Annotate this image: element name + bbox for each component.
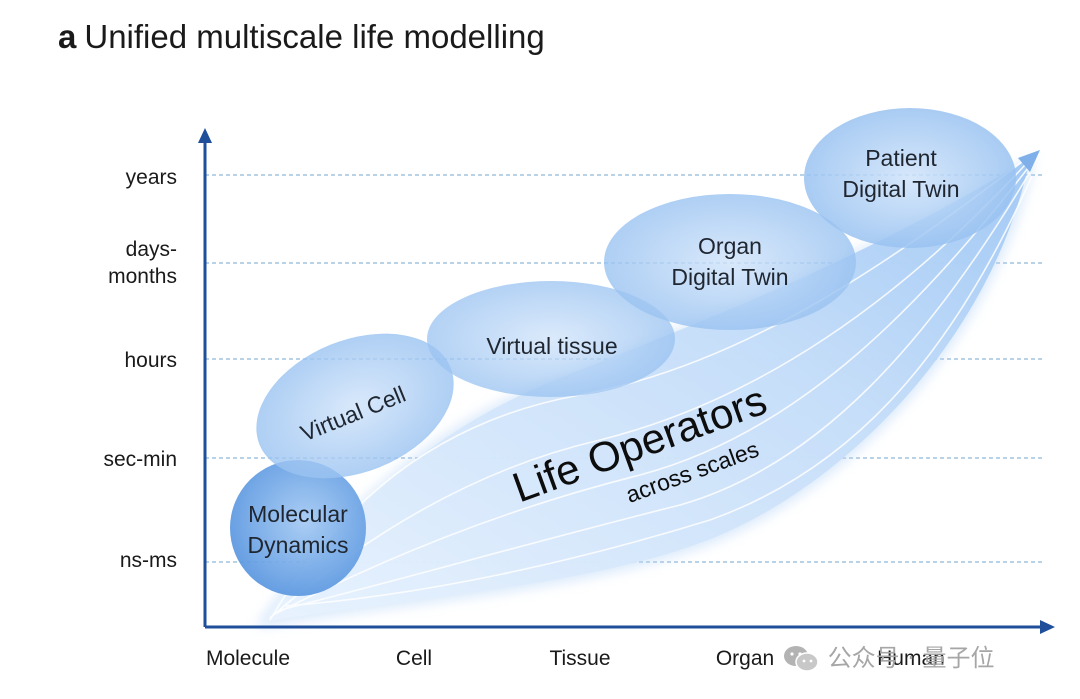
text-line: days- xyxy=(126,238,177,261)
text-line: Patient xyxy=(865,145,937,171)
x-tick-cell: Cell xyxy=(396,647,432,670)
text-line: Organ xyxy=(698,233,762,259)
label-virtual-tissue: Virtual tissue xyxy=(486,333,617,359)
panel-letter: a xyxy=(58,18,77,55)
text-line: months xyxy=(108,265,177,288)
panel-title-text: Unified multiscale life modelling xyxy=(84,18,545,55)
ellipse-organ-digital-twin xyxy=(604,194,856,330)
y-tick-labels: years days-months hours sec-min ns-ms xyxy=(103,166,177,572)
x-tick-organ: Organ xyxy=(716,647,774,670)
text-line: Digital Twin xyxy=(842,176,959,202)
x-axis-arrow xyxy=(1040,620,1055,634)
x-tick-human: Human xyxy=(877,647,945,670)
ellipse-virtual-tissue xyxy=(427,281,675,397)
y-tick-years: years xyxy=(126,166,177,189)
y-tick-sec-min: sec-min xyxy=(103,448,177,471)
ellipse-molecular-dynamics xyxy=(230,460,366,596)
y-tick-days-months: days-months xyxy=(108,238,177,288)
text-line: Dynamics xyxy=(248,532,349,558)
scale-ellipses xyxy=(230,108,1016,596)
y-tick-hours: hours xyxy=(124,349,177,372)
ellipse-virtual-cell xyxy=(256,333,454,479)
band-arrowhead xyxy=(1018,150,1040,172)
x-tick-labels: Molecule Cell Tissue Organ Human xyxy=(206,647,945,670)
y-axis-arrow xyxy=(198,128,212,143)
watermark: 公众号 · 量子位 xyxy=(782,638,995,674)
x-tick-molecule: Molecule xyxy=(206,647,290,670)
wechat-icon xyxy=(784,646,819,672)
text-line: Digital Twin xyxy=(671,264,788,290)
ellipse-patient-digital-twin xyxy=(804,108,1016,248)
x-tick-tissue: Tissue xyxy=(549,647,610,670)
text-line: Molecular xyxy=(248,501,348,527)
y-tick-ns-ms: ns-ms xyxy=(120,549,177,572)
watermark-text: 公众号 · 量子位 xyxy=(827,644,995,672)
axes xyxy=(198,128,1055,634)
